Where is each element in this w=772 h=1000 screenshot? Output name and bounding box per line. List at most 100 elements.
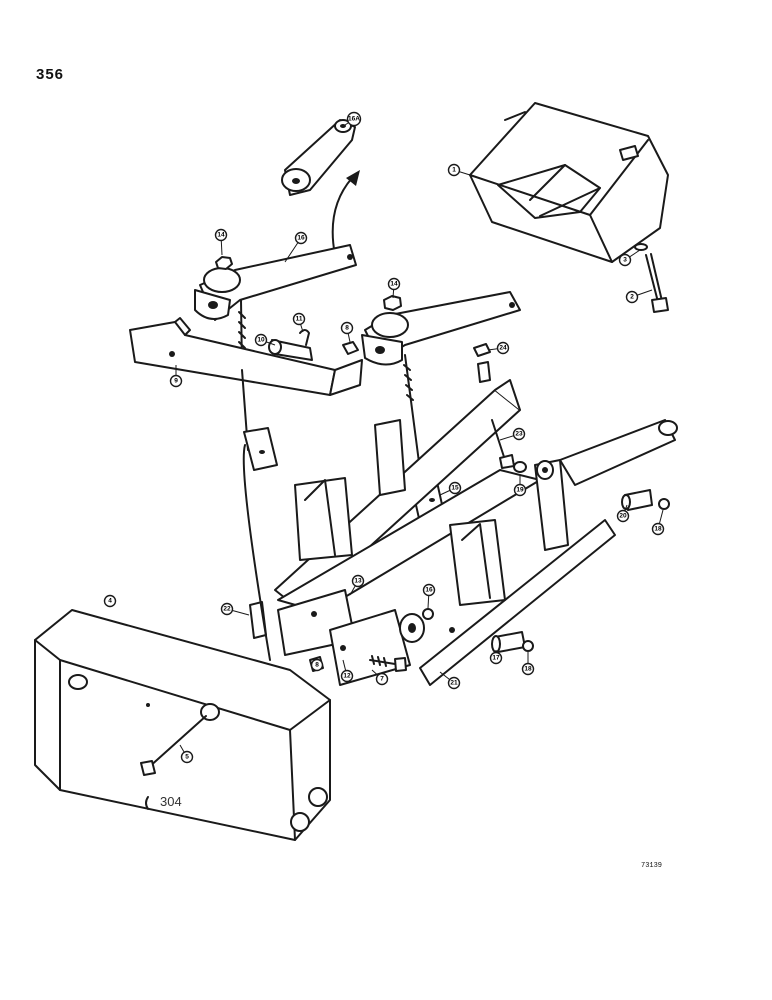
callout-label: 12 xyxy=(343,673,351,680)
weight-marking: 304 xyxy=(160,794,182,809)
callout-circle xyxy=(254,333,268,347)
callout-circle xyxy=(651,522,665,536)
bolt-2 xyxy=(634,243,669,313)
page-number: 356 xyxy=(36,66,65,83)
callout-5: 5 xyxy=(179,744,194,764)
callout-label: 8 xyxy=(315,662,319,669)
callout-3: 3 xyxy=(618,249,641,267)
callout-9: 9 xyxy=(169,365,183,388)
callout-circle xyxy=(180,750,194,764)
callout-circle xyxy=(448,481,462,495)
callout-label: 20 xyxy=(619,513,627,520)
callout-11: 11 xyxy=(292,312,306,333)
callout-label: 19 xyxy=(516,487,524,494)
callout-1: 1 xyxy=(447,163,471,177)
callout-label: 2 xyxy=(630,294,634,301)
rotation-arrow xyxy=(331,170,360,256)
callout-circle xyxy=(447,163,461,177)
callout-label: 16 xyxy=(297,235,305,242)
callout-circle xyxy=(512,427,526,441)
callout-circle xyxy=(292,312,306,326)
callout-circle xyxy=(340,321,354,335)
callout-16: 16 xyxy=(284,231,308,263)
callout-circle xyxy=(214,228,228,242)
callout-circle xyxy=(220,602,234,616)
callout-circle xyxy=(625,290,639,304)
callout-circle xyxy=(346,111,362,127)
callout-label: 18 xyxy=(524,666,532,673)
main-frame-21 xyxy=(274,379,678,686)
callout-label: 4 xyxy=(108,598,112,605)
callout-label: 11 xyxy=(296,316,303,323)
callout-19: 19 xyxy=(513,474,527,497)
callout-16b: 16 xyxy=(422,583,436,609)
callout-label: 9 xyxy=(174,378,178,385)
callout-8b: 8 xyxy=(310,658,324,672)
callout-label: 14 xyxy=(217,232,225,239)
arm-16a xyxy=(281,119,356,196)
callout-8: 8 xyxy=(340,321,354,343)
callout-21: 21 xyxy=(439,671,461,690)
callout-7: 7 xyxy=(371,669,389,686)
callout-circle xyxy=(340,669,354,683)
callout-16a: 16A xyxy=(344,111,362,127)
callout-label: 15 xyxy=(451,485,459,492)
callout-2: 2 xyxy=(625,289,653,304)
callout-14: 14 xyxy=(214,228,228,256)
callout-circle xyxy=(351,574,365,588)
bolt-23 xyxy=(473,343,515,469)
callout-23: 23 xyxy=(499,427,526,441)
callout-label: 13 xyxy=(354,578,362,585)
callout-circle xyxy=(103,594,117,608)
callout-circle xyxy=(422,583,436,597)
callout-label: 18 xyxy=(654,526,662,533)
callout-label: 3 xyxy=(623,257,627,264)
callout-circle xyxy=(496,341,510,355)
lower-block-left xyxy=(243,427,278,471)
callout-label: 1 xyxy=(452,167,456,174)
callout-circle xyxy=(310,658,324,672)
callout-label: 5 xyxy=(185,754,189,761)
callout-20: 20 xyxy=(616,504,630,523)
callout-22: 22 xyxy=(220,602,250,616)
callout-circle xyxy=(169,374,183,388)
callout-circle xyxy=(447,676,461,690)
callout-label: 22 xyxy=(223,606,231,613)
callout-24: 24 xyxy=(487,341,510,355)
callout-label: 17 xyxy=(492,655,500,662)
bar-9 xyxy=(129,317,363,451)
link-plates xyxy=(277,589,434,686)
top-weight xyxy=(469,102,669,263)
right-arm-18 xyxy=(361,291,521,471)
callout-circle xyxy=(294,231,308,245)
callout-10: 10 xyxy=(254,333,276,347)
callout-label: 16A xyxy=(348,116,360,123)
callout-circle xyxy=(616,509,630,523)
callout-12: 12 xyxy=(340,659,354,683)
callout-label: 24 xyxy=(499,345,507,352)
callout-circle xyxy=(489,651,503,665)
nut-14-left xyxy=(215,256,233,270)
callout-label: 8 xyxy=(345,325,349,332)
callout-label: 23 xyxy=(515,431,523,438)
callout-layer: 123457889101112131414151616A161718181920… xyxy=(103,111,665,764)
pin-10 xyxy=(268,329,359,361)
callout-circle xyxy=(375,672,389,686)
callout-label: 7 xyxy=(380,676,384,683)
callout-circle xyxy=(513,483,527,497)
pin-17 xyxy=(491,631,534,653)
figure-code: 73139 xyxy=(641,862,663,870)
callout-4: 4 xyxy=(103,594,117,608)
callout-circle xyxy=(387,277,401,291)
callout-label: 16 xyxy=(425,587,433,594)
callout-label: 10 xyxy=(257,337,265,344)
callout-circle xyxy=(521,662,535,676)
callout-18: 18 xyxy=(521,652,535,676)
callout-circle xyxy=(618,253,632,267)
callout-17: 17 xyxy=(489,650,503,665)
callout-15: 15 xyxy=(439,481,462,496)
callout-13: 13 xyxy=(349,574,365,596)
callout-label: 21 xyxy=(450,680,458,687)
callout-18b: 18 xyxy=(651,509,665,536)
